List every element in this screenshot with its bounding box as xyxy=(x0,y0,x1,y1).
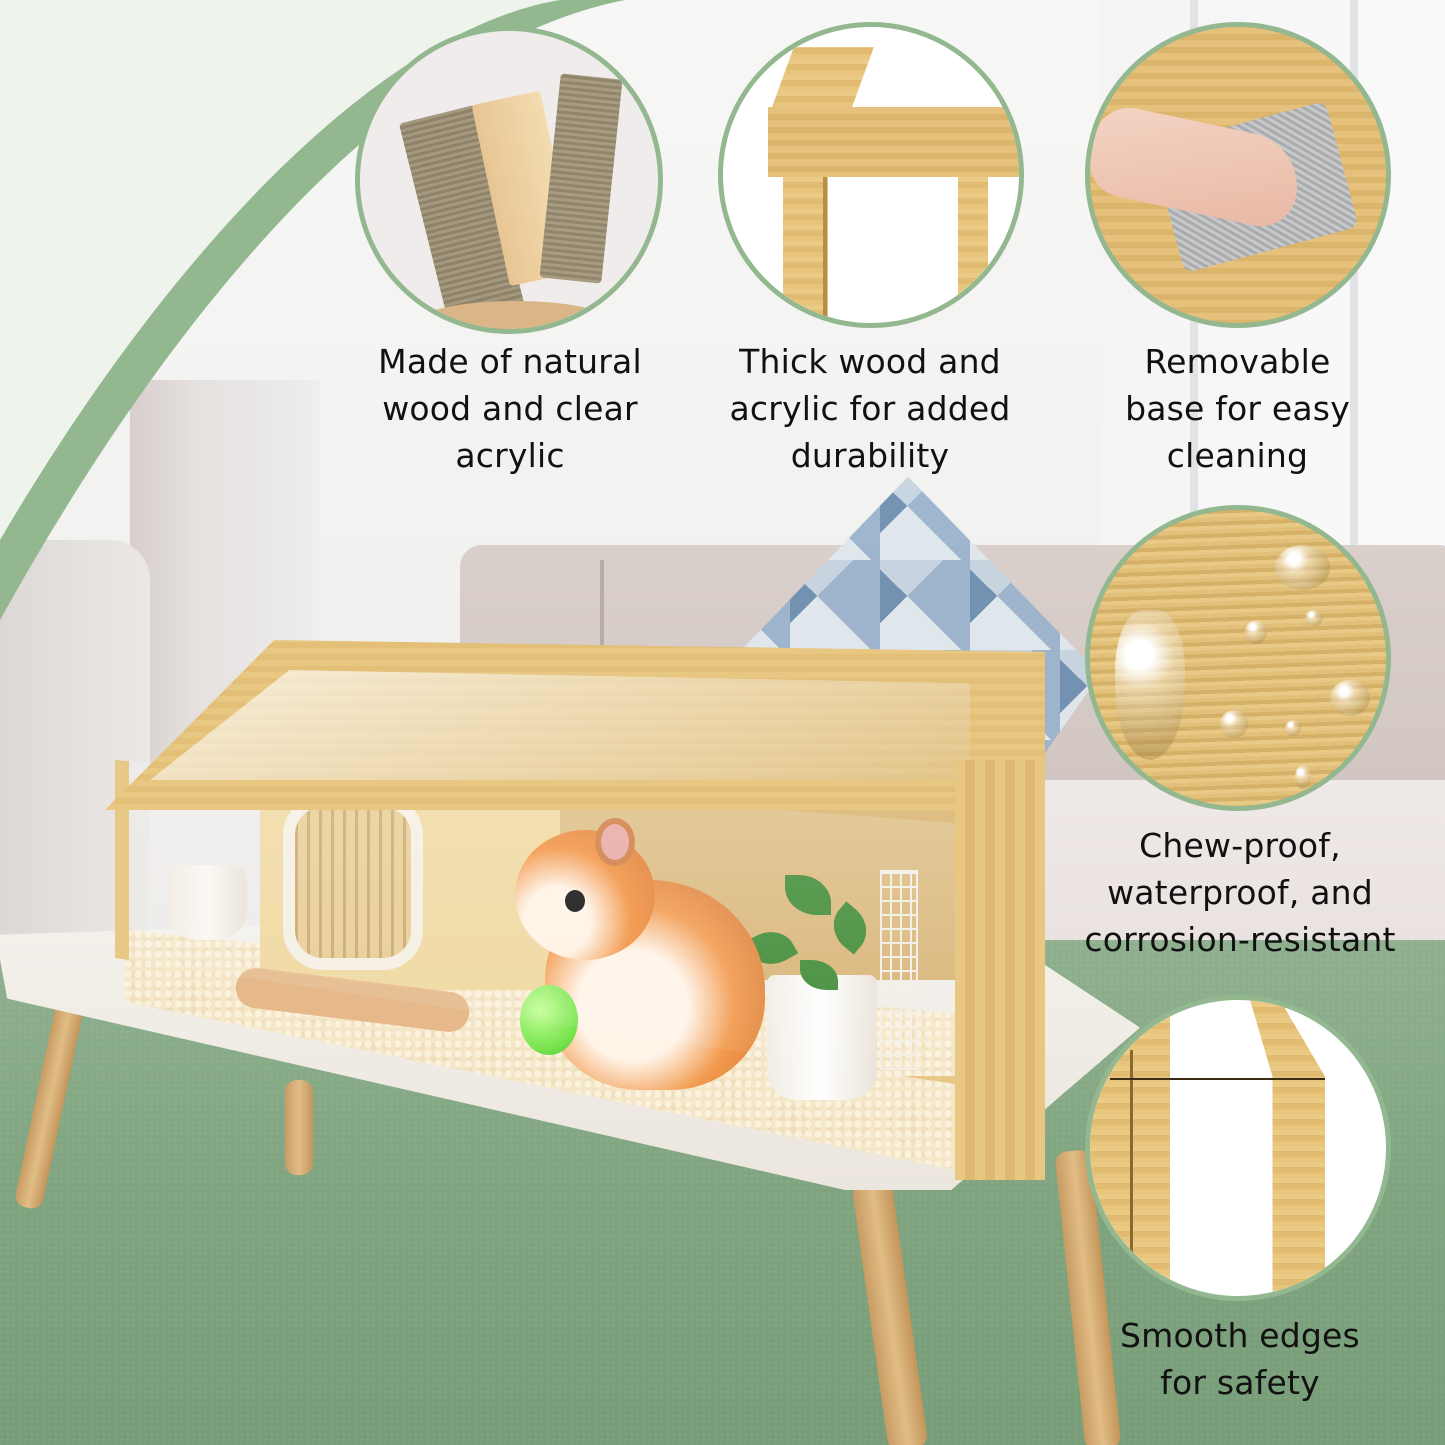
feature-label-line: durability xyxy=(790,436,950,475)
feature-label: Removable base for easy cleaning xyxy=(1065,338,1410,479)
water-drop xyxy=(1330,680,1370,716)
hamster-cage xyxy=(95,630,1050,1180)
feature-label-line: cleaning xyxy=(1166,436,1309,475)
feature-label-line: Smooth edges xyxy=(1120,1316,1360,1355)
wood-base xyxy=(420,301,610,329)
feature-label-line: acrylic for added xyxy=(729,389,1011,428)
feature-label-line: Removable xyxy=(1144,342,1331,381)
feature-label: Smooth edges for safety xyxy=(1070,1312,1410,1406)
green-ball xyxy=(520,985,578,1055)
feature-label: Thick wood and acrylic for added durabil… xyxy=(700,338,1040,479)
water-drop xyxy=(1285,720,1301,736)
frame-piece xyxy=(772,47,874,107)
bark-block xyxy=(539,73,623,284)
smooth-edge-image xyxy=(1085,995,1391,1301)
feature-label: Chew-proof, waterproof, and corrosion-re… xyxy=(1050,822,1430,963)
feature-label-line: wood and clear xyxy=(382,389,638,428)
water-drop xyxy=(1245,620,1267,644)
hamster-ear xyxy=(595,818,635,866)
water-drop xyxy=(1295,765,1311,789)
feature-label-line: corrosion-resistant xyxy=(1084,920,1396,959)
frame-edge xyxy=(823,177,827,323)
water-drop xyxy=(1220,710,1248,738)
feature-label-line: base for easy xyxy=(1125,389,1350,428)
roof-acrylic-window xyxy=(150,670,970,780)
feature-label-line: Chew-proof, xyxy=(1139,826,1341,865)
feature-label-line: waterproof, and xyxy=(1107,873,1373,912)
frame-piece xyxy=(958,177,988,323)
edge-frame xyxy=(1250,1000,1325,1296)
water-bowl xyxy=(167,865,247,940)
feature-label-line: for safety xyxy=(1160,1363,1320,1402)
hamster-eye xyxy=(565,890,585,912)
cage-ladder xyxy=(880,870,918,1070)
water-drop xyxy=(1115,610,1185,760)
cage-side-frame xyxy=(955,760,1045,1180)
feature-label-line: acrylic xyxy=(455,436,565,475)
hamster xyxy=(515,818,775,1090)
edge-line xyxy=(1130,1050,1133,1296)
window-frame xyxy=(1350,0,1358,600)
wood-blocks-image xyxy=(355,26,663,334)
feature-label-line: Made of natural xyxy=(378,342,642,381)
hand-wiping-image xyxy=(1085,22,1391,328)
water-drop xyxy=(1305,610,1323,626)
water-droplets-image xyxy=(1085,505,1391,811)
table-leg xyxy=(285,1080,313,1175)
feature-label: Made of natural wood and clear acrylic xyxy=(340,338,680,479)
edge-line xyxy=(1110,1078,1325,1080)
plant-pot xyxy=(767,975,877,1100)
feature-label-line: Thick wood and xyxy=(739,342,1001,381)
hamster-head xyxy=(515,818,655,960)
frame-piece xyxy=(768,107,1019,177)
frame-piece xyxy=(783,177,828,323)
water-drop xyxy=(1275,545,1330,590)
wood-frame-corner-image xyxy=(718,22,1024,328)
